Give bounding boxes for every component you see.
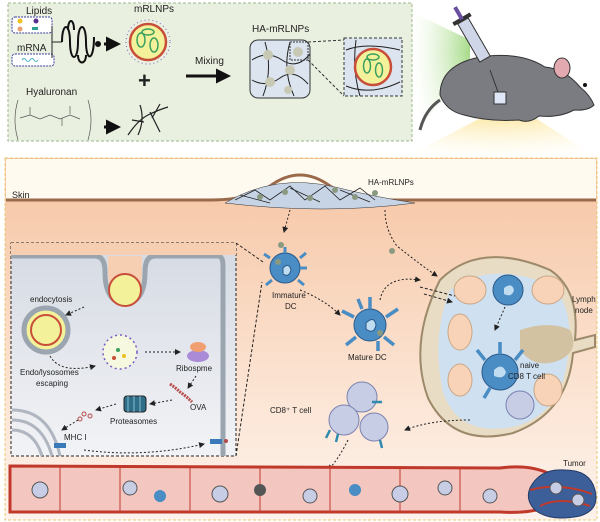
free-mrlnp <box>389 248 395 254</box>
naive-cd8-label: CD8 T cell <box>508 372 545 381</box>
lipid-icon <box>17 18 23 24</box>
immature-dc-label-2: DC <box>285 302 297 311</box>
mouse-ear <box>553 57 571 79</box>
mrna-wave-icon <box>21 58 39 62</box>
lymph-node-label: Lymph <box>572 295 596 304</box>
plus-sign: + <box>138 68 151 93</box>
immature-dc-label: Immature <box>272 291 306 300</box>
ova-peptide-icon <box>169 382 194 404</box>
ha-mrlnps-depot-label: HA-mRLNPs <box>368 178 414 187</box>
ha-mrlnps-label: HA-mRLNPs <box>252 24 309 35</box>
lipid-icon <box>17 26 23 32</box>
green-beam <box>412 12 470 140</box>
hydrogel-icon <box>249 39 311 99</box>
cd8-t-cell-label: CD8⁺ T cell <box>270 406 311 415</box>
mhc-label: MHC I <box>64 433 87 442</box>
tumor <box>527 469 597 519</box>
hyaluronan-structure-icon <box>14 99 92 141</box>
lymph-node-label-2: node <box>575 306 593 315</box>
lipid-icon <box>33 18 39 24</box>
ribosome-icon <box>187 342 209 362</box>
lipids-box <box>11 16 53 34</box>
mouse-body <box>439 54 595 122</box>
mixing-label: Mixing <box>195 56 224 67</box>
proteasomes-label: Proteasomes <box>110 417 157 426</box>
ova-label: OVA <box>190 403 207 412</box>
lipids-label: Lipids <box>26 6 52 17</box>
skin-label: Skin <box>12 190 30 200</box>
naive-label: naive <box>520 361 540 370</box>
endo-escape-label-2: escaping <box>36 379 68 388</box>
endo-escape-label: Endo/lysosomes <box>20 368 79 377</box>
proteasome-icon <box>123 395 147 413</box>
mouse-tail <box>418 98 441 131</box>
tumor-label: Tumor <box>563 459 586 468</box>
bottom-panel: Skin HA-mRLNPs endocytosis Endo/l <box>4 157 598 521</box>
blood-vessel <box>8 464 552 514</box>
top-panel: Lipids mRNA mRLNPs + Hyaluronan <box>7 2 413 142</box>
immature-dc <box>263 242 307 287</box>
lymph-node <box>419 256 596 438</box>
yellow-beam <box>400 108 600 160</box>
mouse-illustration <box>418 6 595 131</box>
surface-mhc-icon <box>210 439 222 444</box>
ha-network-icon <box>127 103 169 136</box>
mrna-label: mRNA <box>17 43 47 54</box>
mhc-i-icon <box>54 443 66 448</box>
lipid-icon <box>32 27 38 30</box>
mrna-box <box>11 53 55 67</box>
injection-site <box>493 91 507 105</box>
ribosome-label: Ribospme <box>176 364 213 373</box>
syringe-icon <box>452 6 499 93</box>
mrlnp-endocytosis <box>108 273 142 307</box>
naive-t-cell <box>505 390 535 420</box>
endocytosis-label: endocytosis <box>30 295 72 304</box>
cell-zoom-box: endocytosis Endo/lysosomes escaping Ribo… <box>10 242 237 457</box>
cd8-t-cells <box>324 381 389 449</box>
hydrogel-depot <box>224 182 416 210</box>
mrlnps-label: mRLNPs <box>134 4 174 15</box>
mature-dc-label: Mature DC <box>348 353 387 362</box>
hydrogel-zoom-icon <box>343 37 403 97</box>
escaped-mrlnp <box>102 334 138 370</box>
mrlnp-particle-icon <box>125 19 171 65</box>
hyaluronan-label: Hyaluronan <box>26 87 77 98</box>
mature-dc <box>341 297 399 351</box>
